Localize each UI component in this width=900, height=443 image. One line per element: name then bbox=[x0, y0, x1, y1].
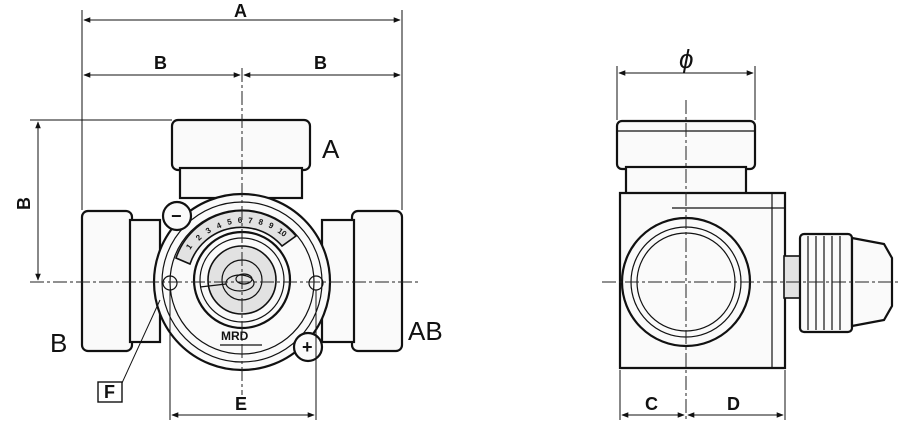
dimension-e: E bbox=[169, 290, 317, 420]
dimension-c-label: C bbox=[645, 394, 658, 414]
dimension-a-label: A bbox=[234, 1, 247, 21]
scale-number: 4 bbox=[215, 221, 223, 231]
minus-symbol: − bbox=[171, 206, 182, 226]
dimension-d-label: D bbox=[727, 394, 740, 414]
port-b-body bbox=[80, 209, 162, 353]
scale-number: 6 bbox=[237, 216, 243, 225]
scale-number: 1 bbox=[184, 242, 194, 251]
port-ab-body bbox=[320, 209, 404, 353]
dimension-b-left-label: B bbox=[154, 53, 167, 73]
dimension-phi-label: ϕ bbox=[679, 44, 693, 74]
scale-number: 3 bbox=[204, 225, 213, 235]
plus-boss bbox=[292, 331, 324, 363]
knob-ribs bbox=[807, 236, 841, 330]
callout-f-label: F bbox=[104, 382, 115, 402]
dimension-phi: ϕ bbox=[616, 44, 756, 120]
dimension-a: A bbox=[81, 1, 403, 210]
dimension-b-vertical: B bbox=[14, 119, 172, 281]
front-view: 1 2 3 4 5 6 7 8 9 10 − + MRD A B AB bbox=[14, 1, 443, 420]
port-a-body bbox=[170, 118, 312, 200]
minus-boss bbox=[161, 200, 193, 232]
port-ab-label: AB bbox=[408, 316, 443, 346]
callout-f: F bbox=[97, 299, 161, 403]
logo-text: MRD bbox=[221, 329, 249, 343]
dimension-b-horizontal: B B bbox=[83, 53, 401, 78]
scale-number: 9 bbox=[267, 221, 275, 231]
scale-number: 2 bbox=[194, 233, 204, 243]
dimension-b-vertical-label: B bbox=[14, 197, 34, 210]
plus-symbol: + bbox=[302, 337, 313, 357]
side-view: ϕ C D bbox=[602, 44, 900, 420]
dimension-c-d: C D bbox=[619, 370, 786, 420]
port-a-label: A bbox=[322, 134, 340, 164]
dimension-e-label: E bbox=[235, 394, 247, 414]
scale-number: 5 bbox=[226, 217, 233, 227]
scale-number: 7 bbox=[248, 216, 254, 225]
scale-number: 8 bbox=[257, 217, 264, 227]
dimension-b-right-label: B bbox=[314, 53, 327, 73]
port-b-label: B bbox=[50, 328, 67, 358]
